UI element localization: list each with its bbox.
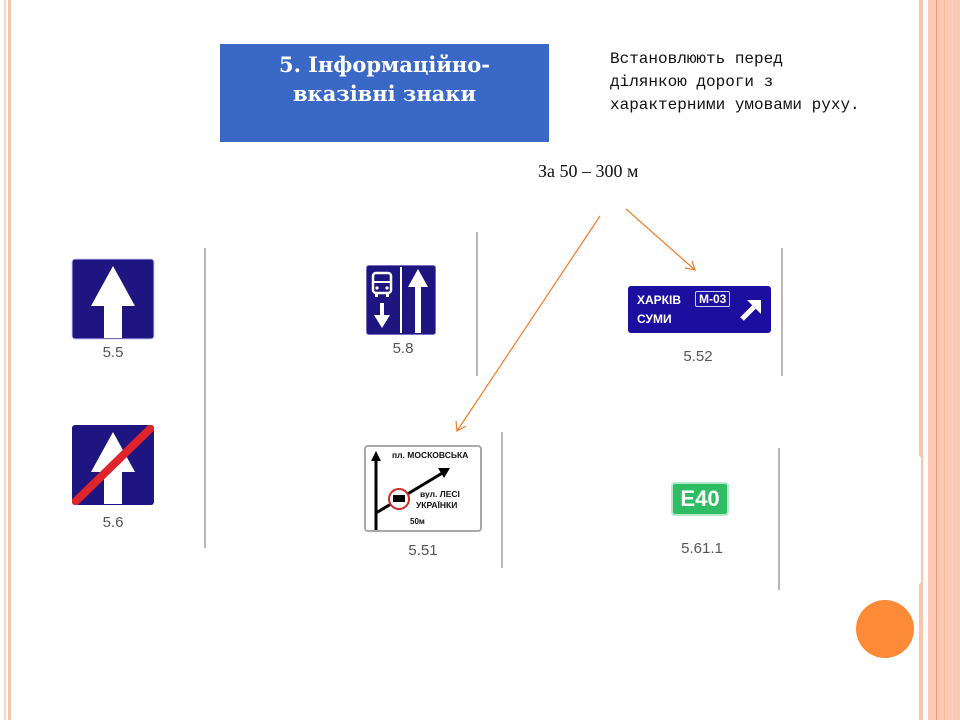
description-line: ділянкою дороги з bbox=[610, 73, 774, 91]
direction-indicator-sign: ХАРКІВ М-03 СУМИ bbox=[628, 286, 771, 333]
diagonal-arrow-icon bbox=[740, 300, 761, 321]
sign-code-label: 5.51 bbox=[408, 542, 438, 559]
bus-lane-sign bbox=[366, 265, 436, 335]
one-way-road-sign bbox=[71, 258, 155, 340]
distance-note: За 50 – 300 м bbox=[538, 161, 639, 181]
preliminary-direction-sign: пл. МОСКОВСЬКА вул. ЛЕСІ УКРАЇНКИ 50м bbox=[364, 445, 482, 532]
left-border-stripe bbox=[4, 0, 6, 720]
sign-code-label: 5.6 bbox=[102, 514, 124, 531]
title-line-1: 5. Інформаційно- bbox=[278, 52, 491, 77]
sign-code-label: 5.8 bbox=[392, 340, 414, 357]
direction-arrows-icon bbox=[371, 451, 450, 530]
divider bbox=[204, 248, 206, 548]
left-border-stripe bbox=[8, 0, 11, 720]
sign-code-label: 5.61.1 bbox=[681, 540, 723, 557]
description-line: Встановлюють перед bbox=[610, 50, 783, 68]
destination-sumy: СУМИ bbox=[637, 312, 672, 326]
sign-code-label: 5.5 bbox=[102, 344, 124, 361]
divider bbox=[781, 248, 783, 376]
e-route-number-sign: E40 bbox=[671, 482, 729, 516]
right-border-stripe bbox=[919, 0, 923, 720]
description-line: характерними умовами руху. bbox=[610, 96, 860, 114]
destination-street-2: УКРАЇНКИ bbox=[416, 500, 458, 510]
description-text: Встановлюють перед ділянкою дороги з хар… bbox=[610, 48, 920, 117]
slide-title: 5. Інформаційно- вказівні знаки bbox=[220, 44, 549, 142]
sign-code-label: 5.52 bbox=[683, 348, 713, 365]
destination-street-1: вул. ЛЕСІ bbox=[420, 489, 460, 499]
divider bbox=[476, 232, 478, 376]
distance-label: 50м bbox=[410, 517, 425, 526]
right-border-bar bbox=[928, 0, 960, 720]
divider bbox=[501, 432, 503, 568]
divider bbox=[778, 448, 780, 590]
route-number-m03: М-03 bbox=[695, 291, 731, 307]
end-of-one-way-road-sign bbox=[72, 425, 154, 505]
decorative-notch bbox=[913, 455, 921, 585]
destination-square: пл. МОСКОВСЬКА bbox=[392, 450, 469, 460]
accent-circle bbox=[856, 600, 914, 658]
destination-kharkiv: ХАРКІВ bbox=[637, 293, 681, 307]
title-line-2: вказівні знаки bbox=[292, 81, 477, 106]
